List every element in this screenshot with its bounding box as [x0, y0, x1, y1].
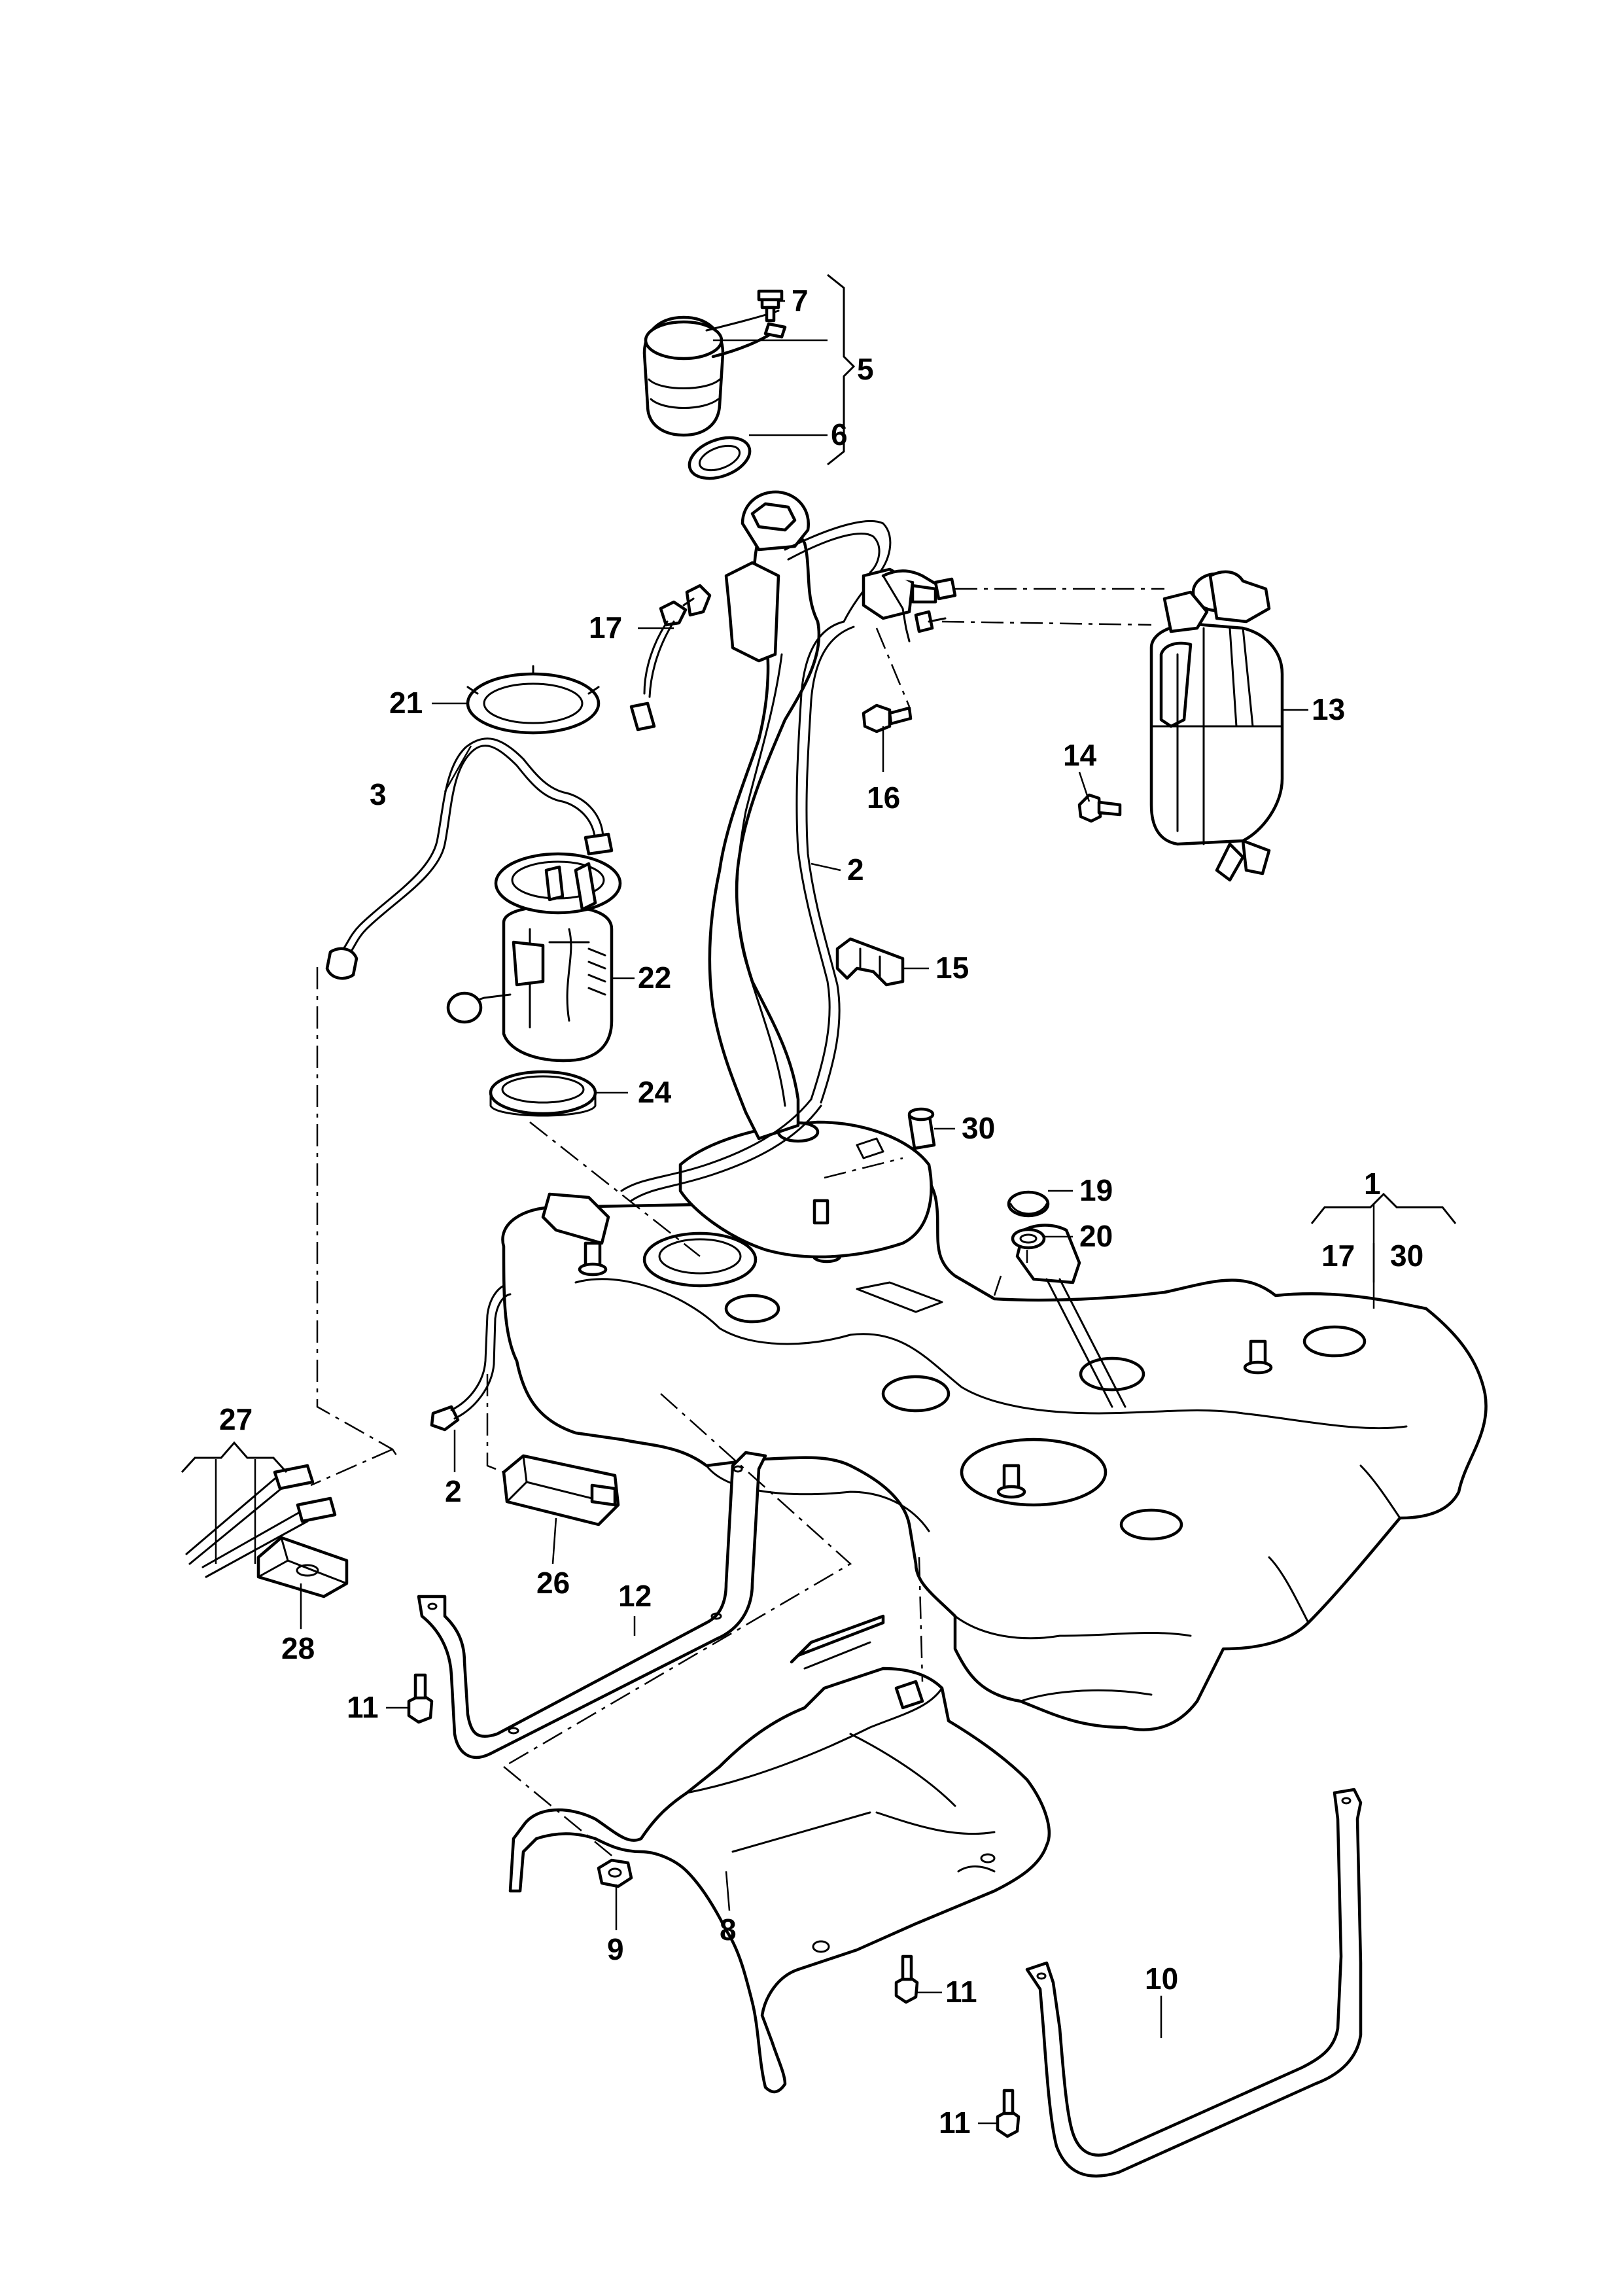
- callout-27: 27: [219, 1402, 253, 1436]
- callout-19: 19: [1079, 1173, 1113, 1207]
- plug-19: [1007, 1190, 1050, 1218]
- callout-17-wiring: 17: [589, 610, 622, 645]
- vent-lines: [881, 569, 1164, 643]
- callout-17-kit: 17: [1321, 1239, 1355, 1273]
- callout-22: 22: [638, 961, 671, 995]
- assembly-lines: [310, 627, 1028, 1859]
- callout-2-neck: 2: [847, 853, 864, 887]
- callout-3: 3: [370, 777, 387, 811]
- callout-5: 5: [857, 352, 874, 386]
- callout-28: 28: [281, 1631, 315, 1665]
- seal-ring-6: [688, 436, 752, 480]
- callout-20: 20: [1079, 1219, 1113, 1253]
- callout-16: 16: [867, 781, 900, 815]
- wiring-17: [629, 584, 712, 732]
- callout-2-line: 2: [445, 1474, 462, 1508]
- fuel-line-3: [325, 737, 614, 980]
- callout-7: 7: [792, 283, 809, 317]
- callout-11-right: 11: [939, 2106, 971, 2140]
- buffer-30: [907, 1107, 936, 1150]
- callout-15: 15: [935, 951, 969, 985]
- callout-1: 1: [1364, 1167, 1381, 1201]
- callout-21: 21: [389, 686, 423, 720]
- callout-30-buffer: 30: [962, 1111, 995, 1145]
- fuel-pump-22: [446, 852, 622, 1063]
- callout-9: 9: [607, 1932, 624, 1966]
- tank-stud-4: [996, 1464, 1026, 1499]
- callout-26: 26: [536, 1566, 570, 1600]
- tank-strap-12: [417, 1451, 767, 1759]
- tank-strap-10: [1025, 1788, 1363, 2178]
- control-unit-26: [502, 1454, 620, 1527]
- callout-30-kit: 30: [1390, 1239, 1423, 1273]
- callout-24: 24: [638, 1075, 672, 1109]
- feed-line-2: [430, 1284, 512, 1432]
- fuel-cap-assembly: [642, 309, 787, 437]
- leader-lines: [300, 300, 1375, 2125]
- callout-14: 14: [1063, 738, 1097, 772]
- callout-13: 13: [1312, 692, 1345, 726]
- seal-24: [489, 1070, 597, 1117]
- screw-11-left: [407, 1673, 434, 1724]
- callout-labels: 7 5 6 17 21 3 2 13 14 16 15 22 24 30 19 …: [219, 283, 1423, 2140]
- screw-14: [1077, 793, 1122, 823]
- callout-11-left: 11: [347, 1690, 379, 1724]
- callout-11-middle: 11: [945, 1975, 977, 2009]
- fuel-lines-27: [185, 1464, 337, 1578]
- screw-16: [862, 703, 913, 733]
- callout-12: 12: [618, 1579, 652, 1613]
- tether-screw-7: [757, 289, 784, 323]
- braces: [181, 274, 1457, 1564]
- charcoal-canister: [1149, 570, 1284, 882]
- clip-28: [256, 1536, 349, 1598]
- nut-9: [597, 1858, 633, 1888]
- tank-stud-3: [1243, 1339, 1273, 1375]
- heat-shield-8: [508, 1614, 1051, 2094]
- seal-20: [1011, 1227, 1046, 1250]
- lock-ring-21: [466, 665, 601, 735]
- screw-11-middle: [894, 1954, 919, 2004]
- callout-8: 8: [720, 1913, 737, 1947]
- callout-6: 6: [831, 417, 848, 451]
- callout-10: 10: [1145, 1962, 1178, 1996]
- screw-11-right: [996, 2089, 1021, 2138]
- clip-15: [835, 937, 905, 987]
- fuel-tank: [501, 1120, 1488, 1731]
- tank-stud-1: [578, 1241, 608, 1277]
